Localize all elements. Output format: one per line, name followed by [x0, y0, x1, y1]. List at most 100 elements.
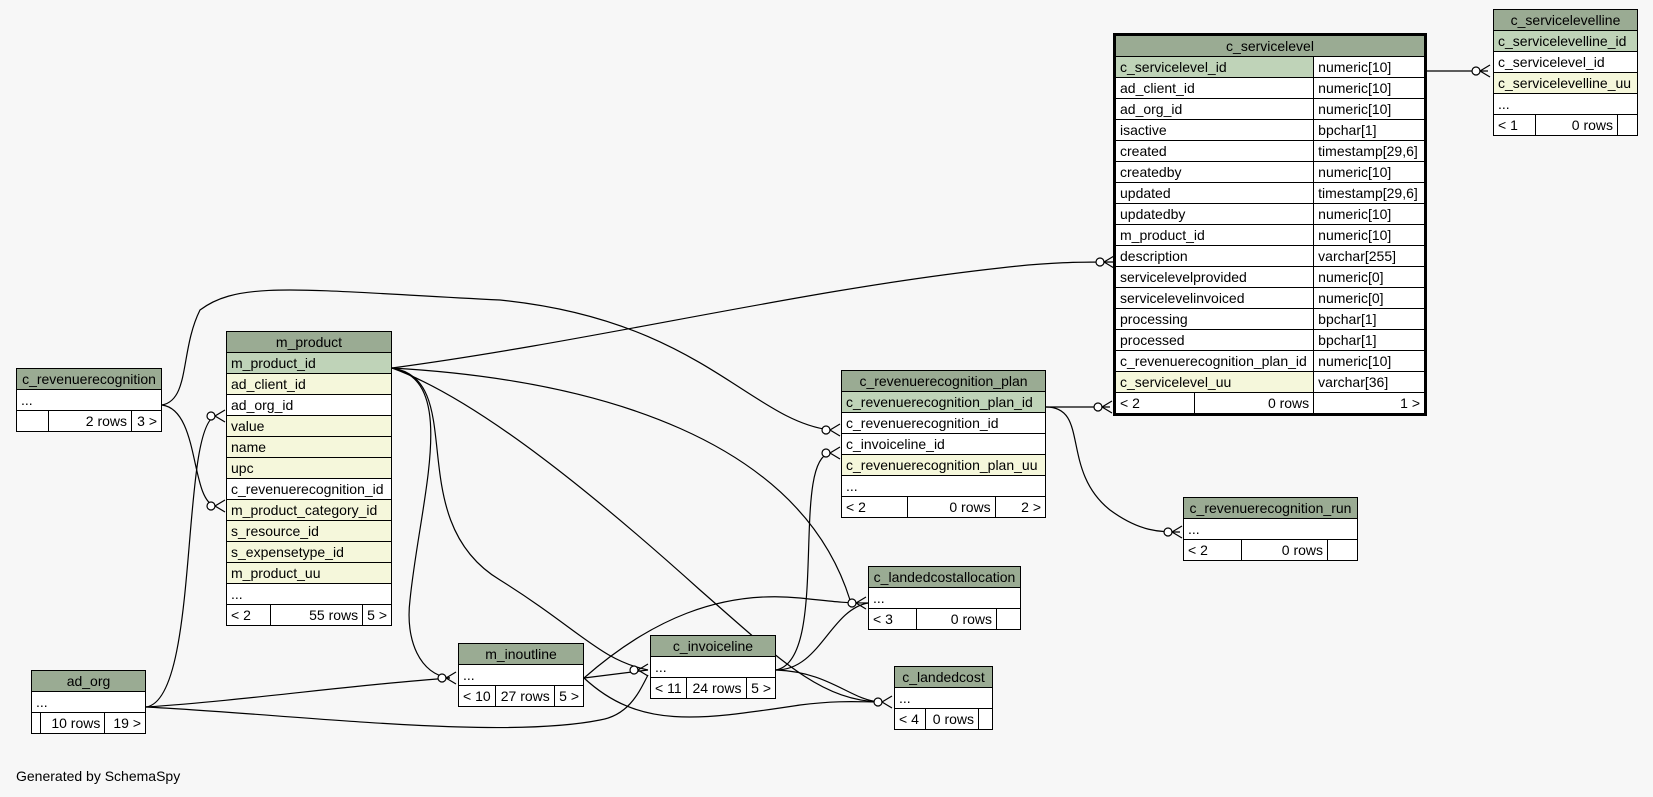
- table-c-invoiceline[interactable]: c_invoiceline ... < 11 24 rows 5 >: [649, 635, 777, 699]
- parents-link[interactable]: < 10: [457, 685, 497, 707]
- edge-endpoints: [206, 64, 1491, 709]
- column-type: bpchar[1]: [1313, 119, 1426, 141]
- edge-product-landedcost: [391, 367, 881, 703]
- column-type: numeric[0]: [1313, 266, 1426, 288]
- column-name: c_revenuerecognition_id: [841, 412, 1046, 434]
- table-ad-org[interactable]: ad_org ... 10 rows 19 >: [31, 670, 146, 734]
- column-name: m_product_uu: [226, 562, 392, 584]
- edge-adorg-product: [145, 415, 216, 708]
- table-title[interactable]: ad_org: [31, 670, 146, 692]
- table-title[interactable]: m_inoutline: [458, 643, 584, 665]
- parents-link[interactable]: < 2: [1114, 392, 1195, 415]
- column-name: ...: [841, 475, 1046, 497]
- column-name: value: [226, 415, 392, 437]
- column-name: s_expensetype_id: [226, 541, 392, 563]
- table-c-landedcost[interactable]: c_landedcost ... < 4 0 rows: [894, 666, 993, 730]
- column-name: createdby: [1113, 161, 1315, 183]
- children-link[interactable]: [1327, 539, 1358, 561]
- table-c-revenuerecognition[interactable]: c_revenuerecognition ... 2 rows 3 >: [16, 368, 162, 432]
- table-c-revenuerecognition-run[interactable]: c_revenuerecognition_run ... < 2 0 rows: [1183, 497, 1358, 561]
- table-title[interactable]: m_product: [226, 331, 392, 353]
- column-name: m_product_category_id: [226, 499, 392, 521]
- row-count: 55 rows: [269, 604, 364, 626]
- edge-invoiceline-lca: [775, 602, 869, 671]
- column-name: ad_org_id: [1113, 98, 1315, 120]
- row-count: 10 rows: [39, 712, 106, 734]
- column-name: ad_client_id: [226, 373, 392, 395]
- edge-revrec-product: [161, 404, 216, 507]
- children-link[interactable]: 1 >: [1313, 392, 1426, 415]
- children-link[interactable]: 19 >: [104, 712, 146, 734]
- row-count: 0 rows: [916, 608, 997, 630]
- children-link[interactable]: 3 >: [131, 410, 162, 432]
- edge-invoiceline-plan: [775, 452, 831, 671]
- column-name: c_revenuerecognition_plan_id: [1113, 350, 1315, 372]
- row-count: 0 rows: [1241, 539, 1328, 561]
- edge-product-invoiceline: [391, 367, 649, 671]
- table-c-landedcostallocation[interactable]: c_landedcostallocation ... < 3 0 rows: [868, 566, 1021, 630]
- column-type: timestamp[29,6]: [1313, 140, 1426, 162]
- edge-revrec-plan: [161, 289, 831, 431]
- edge-inoutline-lca: [583, 596, 869, 679]
- column-name: ...: [16, 389, 162, 411]
- row-count: 27 rows: [495, 685, 555, 707]
- table-title[interactable]: c_revenuerecognition_plan: [841, 370, 1046, 392]
- table-m-inoutline[interactable]: m_inoutline ... < 10 27 rows 5 >: [457, 643, 585, 707]
- column-name: upc: [226, 457, 392, 479]
- column-name: c_revenuerecognition_plan_uu: [841, 454, 1046, 476]
- column-name: ...: [894, 687, 993, 709]
- column-name: c_servicelevel_id: [1113, 56, 1315, 78]
- table-title[interactable]: c_landedcost: [894, 666, 993, 688]
- column-type: numeric[10]: [1313, 203, 1426, 225]
- parents-link[interactable]: < 2: [841, 496, 908, 518]
- table-m-product[interactable]: m_product m_product_id ad_client_id ad_o…: [226, 331, 392, 626]
- parents-link[interactable]: < 2: [1183, 539, 1242, 561]
- column-name: name: [226, 436, 392, 458]
- row-count: 0 rows: [924, 708, 980, 730]
- column-name: ...: [226, 583, 392, 605]
- column-name: s_resource_id: [226, 520, 392, 542]
- column-type: numeric[10]: [1313, 161, 1426, 183]
- children-link[interactable]: 2 >: [994, 496, 1047, 518]
- column-name: isactive: [1113, 119, 1315, 141]
- parents-link[interactable]: < 3: [868, 608, 917, 630]
- column-name: ...: [31, 691, 146, 713]
- column-type: bpchar[1]: [1313, 308, 1426, 330]
- column-name: ad_client_id: [1113, 77, 1315, 99]
- table-title[interactable]: c_landedcostallocation: [868, 566, 1021, 588]
- column-type: numeric[10]: [1313, 56, 1426, 78]
- column-name: ...: [1493, 93, 1638, 115]
- table-title[interactable]: c_servicelevel: [1114, 34, 1426, 57]
- column-name: updated: [1113, 182, 1315, 204]
- table-c-servicelevelline[interactable]: c_servicelevelline c_servicelevelline_id…: [1493, 9, 1638, 136]
- parents-link[interactable]: < 2: [226, 604, 271, 626]
- column-name: ad_org_id: [226, 394, 392, 416]
- children-link[interactable]: [1617, 114, 1638, 136]
- column-name: description: [1113, 245, 1315, 267]
- column-name: m_product_id: [226, 352, 392, 374]
- table-title[interactable]: c_revenuerecognition: [16, 368, 162, 390]
- row-count: 0 rows: [1193, 392, 1315, 415]
- column-name: servicelevelprovided: [1113, 266, 1315, 288]
- column-name: created: [1113, 140, 1315, 162]
- parents-link[interactable]: < 11: [649, 677, 688, 699]
- edge-adorg-invoiceline: [145, 674, 649, 729]
- parents-link[interactable]: [16, 410, 49, 432]
- edge-invoiceline-landedcost: [775, 669, 881, 703]
- parents-link[interactable]: [31, 712, 41, 734]
- column-type: timestamp[29,6]: [1313, 182, 1426, 204]
- children-link[interactable]: [978, 708, 993, 730]
- children-link[interactable]: 5 >: [553, 685, 585, 707]
- table-title[interactable]: c_invoiceline: [650, 635, 776, 657]
- children-link[interactable]: [996, 608, 1021, 630]
- parents-link[interactable]: < 4: [894, 708, 926, 730]
- table-title[interactable]: c_revenuerecognition_run: [1183, 497, 1358, 519]
- column-name: c_servicelevel_id: [1493, 51, 1638, 73]
- children-link[interactable]: 5 >: [362, 604, 392, 626]
- table-title[interactable]: c_servicelevelline: [1493, 9, 1638, 31]
- table-c-revenuerecognition-plan[interactable]: c_revenuerecognition_plan c_revenuerecog…: [841, 370, 1047, 518]
- parents-link[interactable]: < 1: [1493, 114, 1536, 136]
- column-name: c_servicelevel_uu: [1113, 371, 1315, 393]
- children-link[interactable]: 5 >: [745, 677, 777, 699]
